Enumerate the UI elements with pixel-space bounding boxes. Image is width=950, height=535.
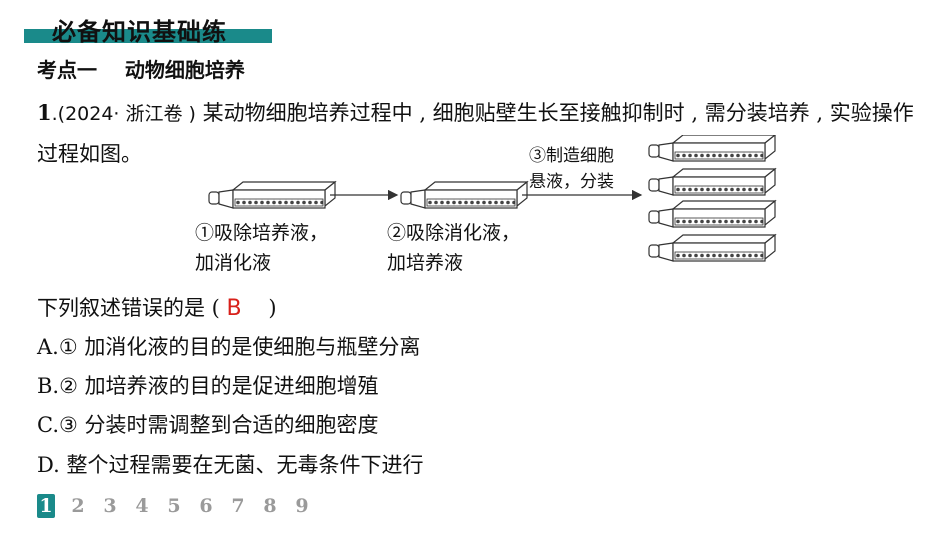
page-link-1[interactable]: 1 [37,494,55,518]
page-link-9[interactable]: 9 [295,495,309,517]
topic-name: 动物细胞培养 [124,58,245,82]
prompt-text: 下列叙述错误的是 ( [37,296,227,320]
option-c: C.③ 分装时需调整到合适的细胞密度 [37,413,379,437]
option-d: D. 整个过程需要在无菌、无毒条件下进行 [37,453,424,477]
page-link-5[interactable]: 5 [167,495,181,517]
step1-label-line2: 加消化液 [195,252,271,274]
prompt-close: ) [241,296,277,320]
flask-split-3 [648,200,776,228]
page-link-2[interactable]: 2 [71,495,85,517]
step2-label-line1: ②吸除消化液， [387,222,520,244]
option-b: B.② 加培养液的目的是促进细胞增殖 [37,374,379,398]
page-link-7[interactable]: 7 [231,495,245,517]
topic-heading: 考点一 动物细胞培养 [37,54,245,86]
question-source: .(2024· 浙江卷 ) [51,103,196,125]
experiment-diagram: ①吸除培养液， 加消化液 ②吸除消化液， 加培养液 ③制造细胞 悬液，分装 [195,135,776,274]
title-accent-band [24,29,272,43]
question-number: 1 [37,100,52,125]
question-pagination: 1 2 3 4 5 6 7 8 9 [37,494,311,518]
question-stem-text: 某动物细胞培养过程中 , 细胞贴壁生长至接触抑制时 , 需分装培养 , 实验操作… [37,101,914,166]
flask-step2 [400,181,528,209]
step3-label-line2: 悬液，分装 [529,172,614,192]
flask-split-2 [648,168,776,196]
answer-text: B [226,296,242,321]
flask-split-4 [648,234,776,262]
option-a: A.① 加消化液的目的是使细胞与瓶壁分离 [37,335,421,359]
page-link-4[interactable]: 4 [135,495,149,517]
topic-label: 考点一 [37,58,97,82]
step1-label-line1: ①吸除培养液， [195,222,328,244]
question-prompt: 下列叙述错误的是 ( B ) [37,289,277,328]
step2-label-line2: 加培养液 [387,252,463,274]
step3-label-line1: ③制造细胞 [529,146,614,166]
page-link-8[interactable]: 8 [263,495,277,517]
section-title: 必备知识基础练 [52,18,227,46]
page-link-6[interactable]: 6 [199,495,213,517]
flask-split-1 [648,135,776,162]
question-stem: 1.(2024· 浙江卷 ) 某动物细胞培养过程中 , 细胞贴壁生长至接触抑制时… [37,93,927,174]
page-link-3[interactable]: 3 [103,495,117,517]
flask-step1 [208,181,336,209]
